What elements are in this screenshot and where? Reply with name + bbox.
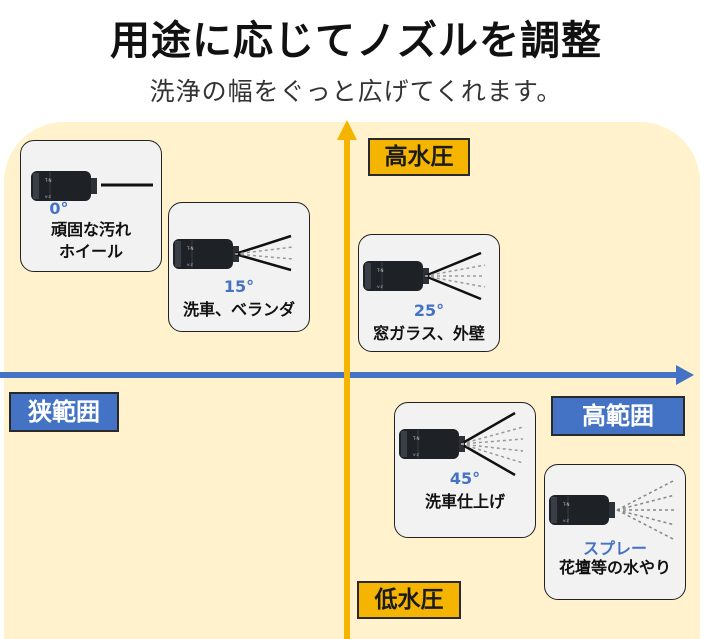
nozzle-15-use: 洗車、ベランダ xyxy=(182,300,295,319)
nozzle-icon xyxy=(31,171,97,201)
nozzle-0-use-line-2: ホイール xyxy=(58,242,123,261)
label-narrow-range: 狭範囲 xyxy=(9,392,119,432)
nozzle-icon xyxy=(399,429,465,459)
nozzle-spray-illustration xyxy=(549,480,676,540)
nozzle-45-use: 洗車仕上げ xyxy=(424,492,505,511)
nozzle-15-angle: 15° xyxy=(223,277,255,296)
nozzle-icon xyxy=(173,239,239,269)
nozzle-25-use: 窓ガラス、外壁 xyxy=(373,324,485,343)
subtitle: 洗浄の幅をぐっと広げてくれます。 xyxy=(149,77,563,106)
nozzle-25-angle: 25° xyxy=(413,301,445,320)
label-low-pressure: 低水圧 xyxy=(357,581,461,619)
nozzle-spray-label: スプレー xyxy=(582,539,647,558)
nozzle-icon xyxy=(363,261,429,291)
vertical-axis-arrow xyxy=(337,120,357,140)
nozzle-25-illustration xyxy=(363,251,486,301)
label-wide-range: 高範囲 xyxy=(551,396,685,436)
nozzle-card-45: 45° 洗車仕上げ xyxy=(394,402,536,538)
nozzle-card-spray: スプレー 花壇等の水やり xyxy=(544,464,686,600)
nozzle-45-illustration xyxy=(399,411,524,477)
nozzle-card-15: 15° 洗車、ベランダ xyxy=(168,202,310,332)
horizontal-axis xyxy=(0,372,680,378)
nozzle-icon xyxy=(549,495,615,525)
nozzle-45-angle: 45° xyxy=(449,469,481,488)
nozzle-0-angle: 0° xyxy=(49,199,69,218)
nozzle-card-25: 25° 窓ガラス、外壁 xyxy=(358,234,500,352)
horizontal-axis-arrow xyxy=(676,365,694,385)
nozzle-0-use-line-1: 頑固な汚れ xyxy=(50,220,131,239)
nozzle-card-0: 0° 頑固な汚れ ホイール xyxy=(20,140,162,272)
title: 用途に応じてノズルを調整 xyxy=(110,18,602,64)
nozzle-spray-use: 花壇等の水やり xyxy=(558,558,671,577)
nozzle-0-illustration xyxy=(31,171,153,201)
label-high-pressure: 高水圧 xyxy=(368,138,470,176)
vertical-axis xyxy=(344,138,350,639)
nozzle-15-illustration xyxy=(173,234,294,272)
